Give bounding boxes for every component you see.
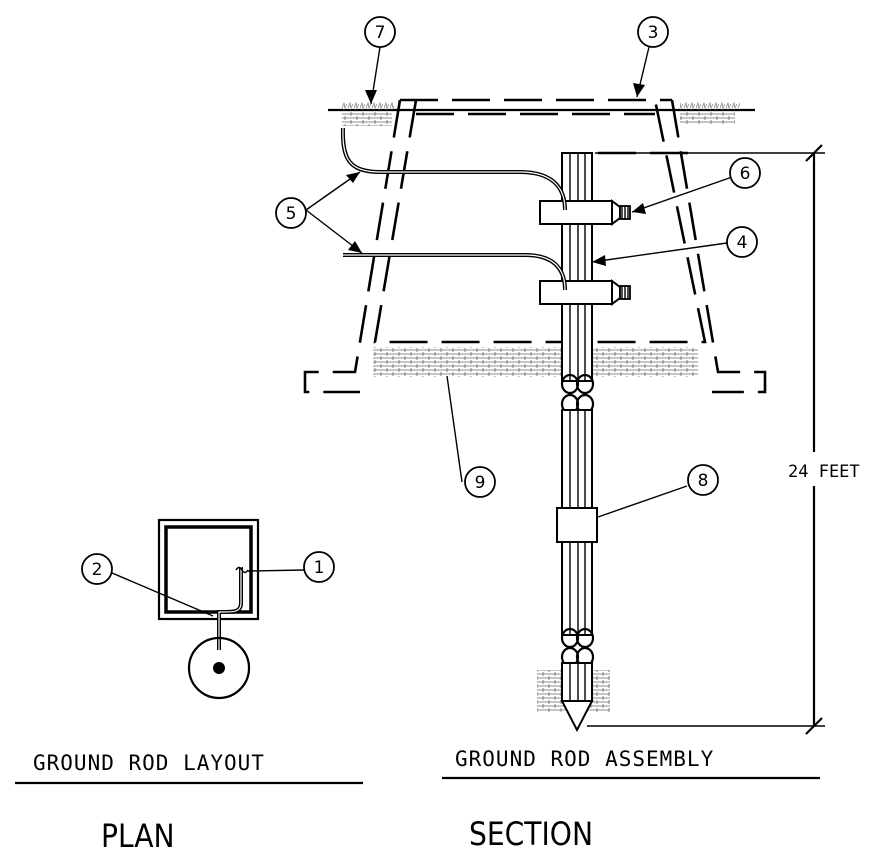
callout-7: 7 (364, 16, 396, 48)
callout-8: 8 (687, 464, 719, 496)
svg-text:5: 5 (286, 204, 297, 224)
pull-box (303, 98, 767, 394)
svg-text:6: 6 (740, 164, 751, 184)
ground-clamp-upper (539, 199, 631, 226)
svg-text:3: 3 (648, 23, 659, 43)
svg-text:8: 8 (698, 471, 709, 491)
svg-text:4: 4 (737, 233, 748, 253)
svg-text:2: 2 (92, 560, 103, 580)
leader-lines (111, 46, 736, 617)
assembly-title: GROUND ROD ASSEMBLY (455, 747, 714, 771)
callout-9: 9 (464, 466, 496, 498)
plan-view (157, 518, 260, 700)
svg-text:9: 9 (475, 473, 486, 493)
section-label: SECTION (469, 816, 593, 853)
svg-text:7: 7 (375, 23, 386, 43)
ground-clamp-lower (539, 279, 631, 306)
ground-conductors (340, 127, 567, 291)
gravel-bed (373, 347, 698, 712)
callout-6: 6 (729, 157, 761, 189)
dimension-24ft: 24 FEET (587, 144, 860, 735)
coupling-sleeve (556, 507, 598, 543)
callout-5: 5 (275, 197, 307, 229)
callout-4: 4 (726, 226, 758, 258)
dimension-label: 24 FEET (788, 462, 860, 482)
callout-2: 2 (81, 553, 113, 585)
layout-title: GROUND ROD LAYOUT (33, 751, 265, 775)
ground-rod (560, 152, 595, 733)
callout-3: 3 (637, 16, 669, 48)
plan-label: PLAN (101, 818, 175, 855)
svg-text:1: 1 (314, 558, 325, 578)
callout-1: 1 (303, 551, 335, 583)
